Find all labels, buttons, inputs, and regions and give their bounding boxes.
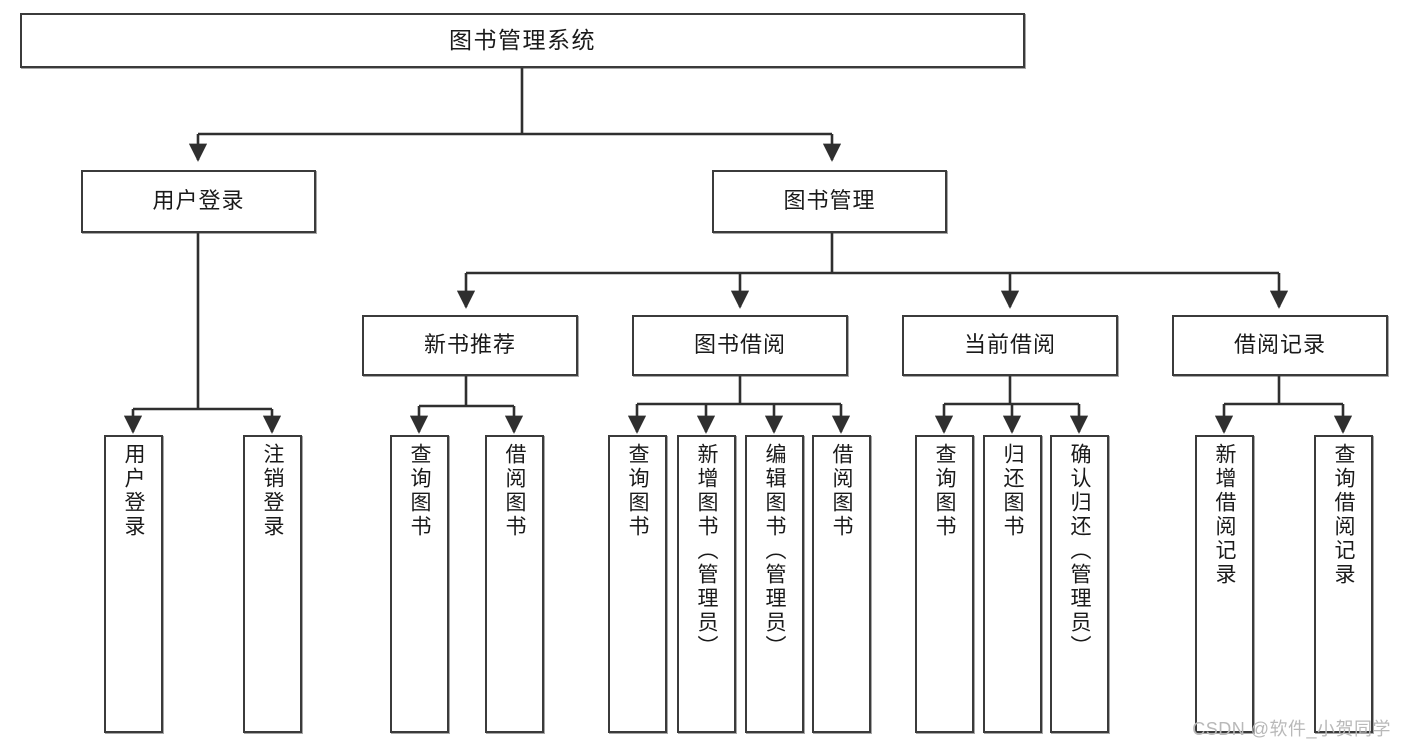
node-label: 图书管理	[783, 188, 876, 214]
node-book-management[interactable]: 图书管理	[712, 170, 947, 233]
leaf-borrow-add-book[interactable]: 新增图书（管理员）	[677, 435, 736, 733]
node-label: 用户登录	[152, 188, 245, 214]
node-label: 借阅记录	[1233, 332, 1326, 358]
node-label: 归还图书	[1001, 443, 1024, 539]
node-current-borrow[interactable]: 当前借阅	[902, 315, 1118, 376]
leaf-user-login-login[interactable]: 用户登录	[104, 435, 163, 733]
leaf-new-book-query[interactable]: 查询图书	[390, 435, 449, 733]
node-label: 确认归还（管理员）	[1068, 443, 1091, 659]
leaf-record-add[interactable]: 新增借阅记录	[1195, 435, 1254, 733]
node-label: 查询借阅记录	[1332, 443, 1355, 587]
node-label: 查询图书	[408, 443, 431, 539]
node-label: 查询图书	[933, 443, 956, 539]
node-label: 图书借阅	[693, 332, 786, 358]
node-label: 用户登录	[122, 443, 145, 539]
node-book-borrow[interactable]: 图书借阅	[632, 315, 848, 376]
node-label: 借阅图书	[503, 443, 526, 539]
node-user-login[interactable]: 用户登录	[81, 170, 316, 233]
leaf-record-query[interactable]: 查询借阅记录	[1314, 435, 1373, 733]
leaf-user-login-logout[interactable]: 注销登录	[243, 435, 302, 733]
node-label: 图书管理系统	[449, 26, 596, 53]
node-label: 新增借阅记录	[1213, 443, 1236, 587]
node-new-book-recommend[interactable]: 新书推荐	[362, 315, 578, 376]
leaf-current-return-book[interactable]: 归还图书	[983, 435, 1042, 733]
node-label: 编辑图书（管理员）	[763, 443, 786, 659]
leaf-borrow-borrow-book[interactable]: 借阅图书	[812, 435, 871, 733]
node-label: 当前借阅	[963, 332, 1056, 358]
leaf-borrow-query-book[interactable]: 查询图书	[608, 435, 667, 733]
node-label: 新书推荐	[423, 332, 516, 358]
leaf-current-confirm-return[interactable]: 确认归还（管理员）	[1050, 435, 1109, 733]
leaf-current-query-book[interactable]: 查询图书	[915, 435, 974, 733]
node-label: 新增图书（管理员）	[695, 443, 718, 659]
node-label: 借阅图书	[830, 443, 853, 539]
node-root-system[interactable]: 图书管理系统	[20, 13, 1025, 68]
leaf-new-book-borrow[interactable]: 借阅图书	[485, 435, 544, 733]
node-borrow-record[interactable]: 借阅记录	[1172, 315, 1388, 376]
watermark: CSDN @软件_小贺同学	[1192, 719, 1391, 739]
leaf-borrow-edit-book[interactable]: 编辑图书（管理员）	[745, 435, 804, 733]
node-label: 查询图书	[626, 443, 649, 539]
node-label: 注销登录	[261, 443, 284, 539]
